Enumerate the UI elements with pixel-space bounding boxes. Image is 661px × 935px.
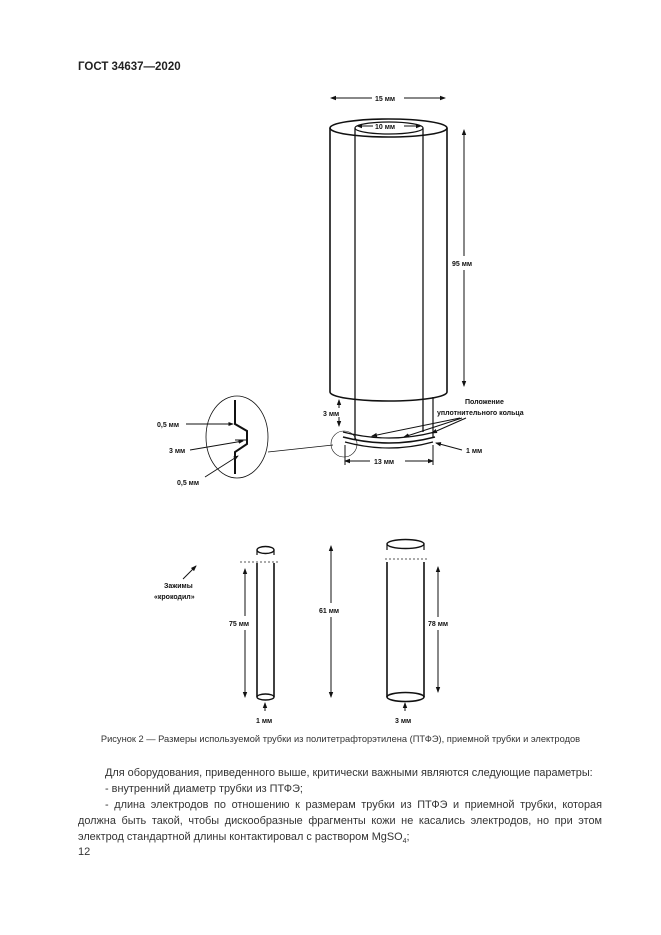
label-tube-height: 95 мм [452, 261, 472, 268]
label-ring-position-1: Положение [465, 399, 504, 406]
subscript: 4 [402, 838, 407, 846]
list-item: - внутренний диаметр трубки из ПТФЭ; [105, 783, 303, 795]
figure-caption: Рисунок 2 — Размеры используемой трубки … [100, 734, 581, 744]
list-item-end: ; [406, 831, 410, 843]
label-outer-diameter: 15 мм [375, 96, 395, 103]
label-lower-gap: 3 мм [323, 411, 339, 418]
label-left-diameter: 1 мм [256, 718, 272, 725]
label-detail-bottom: 0,5 мм [177, 480, 199, 487]
document-header: ГОСТ 34637—2020 [78, 61, 181, 73]
label-ring-width: 1 мм [466, 448, 482, 455]
list-item-text: - длина электродов по отношению к размер… [78, 799, 602, 843]
detail-view [186, 395, 358, 479]
paragraph-intro: Для оборудования, приведенного выше, кри… [105, 767, 593, 779]
label-detail-top: 0,5 мм [157, 422, 179, 429]
label-right-length: 78 мм [428, 621, 448, 628]
electrodes [182, 538, 441, 711]
label-detail-middle: 3 мм [169, 448, 185, 455]
label-overall-length: 61 мм [319, 608, 339, 615]
list-item: - длина электродов по отношению к размер… [78, 797, 602, 850]
label-right-diameter: 3 мм [395, 718, 411, 725]
label-ring-position-2: уплотнительного кольца [437, 410, 524, 417]
label-inner-diameter: 10 мм [375, 124, 395, 131]
ptfe-tube [329, 118, 448, 449]
label-lower-diameter: 13 мм [374, 459, 394, 466]
label-clips-1: Зажимы [164, 583, 193, 590]
dimension-lines [330, 95, 467, 465]
page-number: 12 [78, 846, 91, 858]
label-clips-2: «крокодил» [154, 594, 195, 601]
label-left-length: 75 мм [229, 621, 249, 628]
